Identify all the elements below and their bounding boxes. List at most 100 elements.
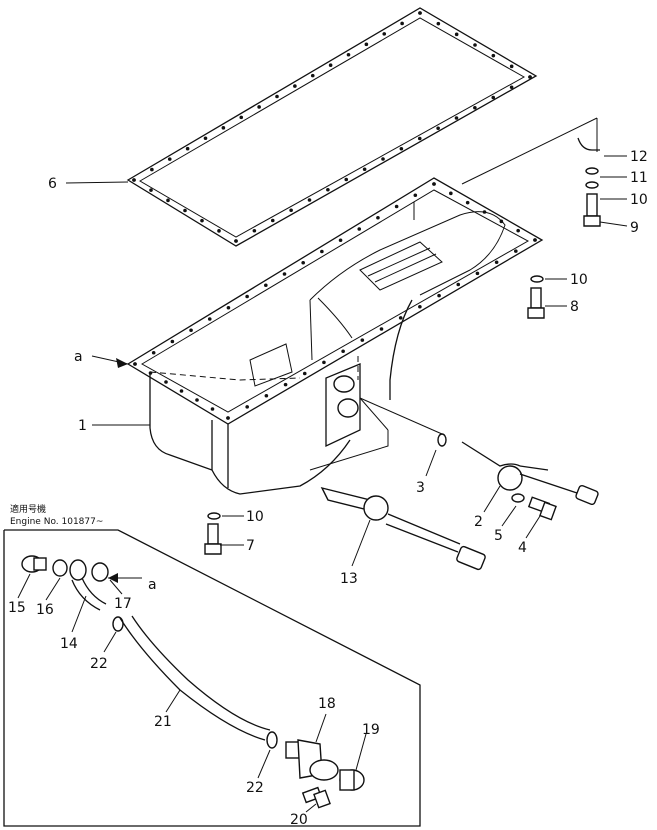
elbow-pipe-part-14: [69, 559, 107, 611]
callout-a-inset: a: [148, 577, 157, 593]
pan-flange-hole: [394, 204, 399, 209]
pan-flange-hole: [245, 405, 249, 409]
inset-note-line2: Engine No. 101877~: [10, 517, 103, 527]
callout-9: 9: [630, 220, 639, 236]
callout-19: 19: [362, 722, 380, 738]
pan-flange-hole: [283, 382, 288, 387]
pan-flange-hole: [482, 210, 487, 214]
callout-1: 1: [78, 418, 87, 434]
pan-flange-hole: [170, 339, 175, 344]
gasket-bolt-hole: [257, 105, 261, 109]
pan-flange-hole: [282, 272, 287, 276]
gasket-bolt-hole: [491, 95, 496, 100]
pan-flange-hole: [376, 215, 380, 220]
gasket-bolt-hole: [150, 167, 154, 172]
washer-part-16: [52, 559, 68, 577]
oil-pan-gasket: [126, 7, 538, 247]
bolt-part-9: [583, 193, 601, 227]
pan-flange-hole: [302, 371, 307, 376]
gasket-bolt-hole: [362, 167, 367, 172]
pan-flange-hole: [432, 182, 436, 186]
pan-flange-hole: [360, 338, 365, 342]
pan-flange-hole: [338, 238, 343, 243]
leader-lines: [17, 155, 628, 813]
callout-6: 6: [48, 176, 57, 192]
gasket-bolt-hole: [270, 218, 275, 223]
pan-flange-hole: [322, 360, 326, 365]
gasket-bolt-hole: [454, 32, 459, 37]
pan-flange-hole: [148, 371, 153, 375]
gasket-bolt-hole: [509, 85, 514, 90]
gasket-bolt-hole: [132, 178, 136, 182]
gasket-bolt-hole: [239, 115, 244, 120]
gasket-bolt-hole: [473, 43, 477, 47]
clip-part-12: [577, 137, 600, 151]
ring-part-22-lower: [266, 731, 278, 749]
callout-10-a: 10: [630, 192, 648, 208]
callout-12: 12: [630, 149, 648, 165]
gasket-bolt-hole: [473, 105, 477, 110]
gasket-bolt-hole: [346, 52, 351, 57]
callout-5: 5: [494, 528, 503, 544]
arrow-head-a-inset: [108, 573, 118, 583]
pan-flange-hole: [320, 249, 324, 254]
washer-part-10-bottom: [207, 512, 221, 520]
gasket-bolt-hole: [310, 73, 315, 78]
pan-flange-hole: [301, 260, 305, 265]
callout-a-top: a: [74, 349, 83, 365]
callout-10-b: 10: [570, 272, 588, 288]
oil-pan: [126, 177, 544, 495]
washer-part-10-top: [585, 181, 599, 189]
pan-flange-hole: [449, 191, 453, 196]
inset-note-line1: 適用号機: [10, 503, 46, 515]
pan-flange-hole: [189, 328, 193, 333]
elbow-fitting-part-15: [21, 555, 47, 573]
gasket-bolt-hole: [381, 157, 385, 161]
bolt-part-7: [204, 523, 222, 555]
pan-flange-hole: [226, 305, 231, 310]
gasket-bolt-hole: [382, 32, 387, 36]
pan-flange-hole: [210, 407, 215, 411]
gasket-bolt-hole: [183, 208, 187, 213]
callout-4: 4: [518, 540, 527, 556]
gasket-bolt-hole: [454, 116, 459, 120]
pan-flange-hole: [264, 393, 269, 398]
gasket-bolt-hole: [221, 126, 226, 130]
callout-21: 21: [154, 714, 172, 730]
callout-22-b: 22: [246, 780, 264, 796]
gasket-bolt-hole: [217, 229, 221, 233]
gasket-bolt-hole: [418, 11, 422, 15]
gasket-bolt-hole: [275, 94, 279, 99]
pan-flange-hole: [456, 282, 461, 287]
o-ring-part-3: [437, 433, 447, 447]
pan-flange-hole: [437, 293, 441, 298]
gasket-bolt-hole: [307, 198, 312, 202]
gasket-bolt-hole: [491, 53, 496, 58]
gasket-bolt-hole: [344, 177, 349, 182]
gasket-bolt-hole: [509, 64, 514, 69]
callout-22-a: 22: [90, 656, 108, 672]
pan-flange-hole: [179, 389, 184, 393]
gasket-bolt-hole: [399, 146, 404, 151]
inset-frame: [3, 529, 421, 827]
callout-16: 16: [36, 602, 54, 618]
pan-flange-hole: [195, 398, 199, 402]
callout-20: 20: [290, 812, 308, 828]
pan-flange-hole: [494, 260, 499, 265]
washer-part-11: [585, 167, 599, 175]
level-gauge-part-13: [320, 486, 486, 571]
callout-3: 3: [416, 480, 425, 496]
callout-18: 18: [318, 696, 336, 712]
gasket-bolt-hole: [528, 75, 532, 79]
pan-flange-hole: [357, 227, 362, 231]
gasket-bolt-hole: [400, 21, 404, 26]
bolt-part-8: [527, 287, 545, 319]
washer-part-10-right: [530, 275, 544, 283]
pan-flange-hole: [516, 228, 520, 233]
pan-flange-hole: [379, 327, 384, 331]
gasket-bolt-hole: [289, 208, 293, 213]
callout-11: 11: [630, 170, 648, 186]
pan-flange-hole: [264, 283, 268, 288]
gasket-bolt-hole: [326, 187, 330, 192]
